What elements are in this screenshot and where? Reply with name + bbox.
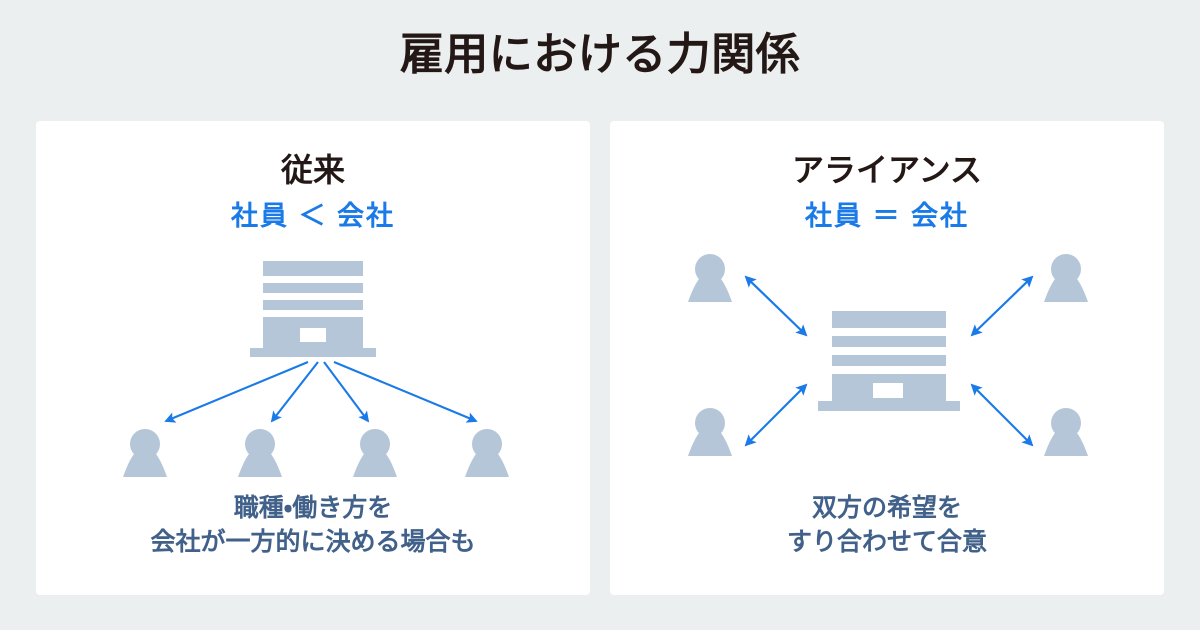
person-icon (465, 429, 509, 477)
person-icon (1044, 408, 1088, 456)
panel-heading-traditional: 従来 (280, 152, 345, 188)
diagram-traditional (36, 249, 590, 479)
arrow-to-person-3 (323, 361, 370, 423)
panel-alliance: アライアンス 社員 ＝ 会社 (610, 121, 1164, 595)
person-icon (688, 254, 732, 302)
panel-subheading-alliance: 社員 ＝ 会社 (804, 201, 969, 231)
page-title: 雇用における力関係 (399, 30, 801, 79)
building-icon (818, 311, 960, 411)
arrow-top-right (970, 275, 1034, 337)
panel-caption-traditional: 職種・働き方を 会社が一方的に決める場合も (150, 494, 476, 556)
panel-caption-alliance: 双方の希望を すり合わせて合意 (786, 494, 987, 556)
arrow-group-downward (164, 361, 478, 423)
arrow-to-person-1 (164, 361, 309, 423)
person-icon (123, 429, 167, 477)
building-icon (250, 261, 376, 357)
arrow-bottom-left (744, 383, 808, 447)
arrow-top-left (744, 275, 808, 337)
arrow-to-person-2 (270, 361, 319, 423)
panel-traditional: 従来 社員 ＜ 会社 (36, 121, 590, 595)
person-icon (353, 429, 397, 477)
arrow-group-bidirectional (744, 275, 1034, 447)
person-icon (1044, 254, 1088, 302)
panel-subheading-traditional: 社員 ＜ 会社 (230, 201, 395, 231)
person-icon (238, 429, 282, 477)
person-icon (688, 408, 732, 456)
diagram-alliance (610, 249, 1164, 479)
arrow-bottom-right (970, 383, 1034, 447)
arrow-to-person-4 (333, 361, 478, 423)
panel-heading-alliance: アライアンス (791, 152, 983, 188)
